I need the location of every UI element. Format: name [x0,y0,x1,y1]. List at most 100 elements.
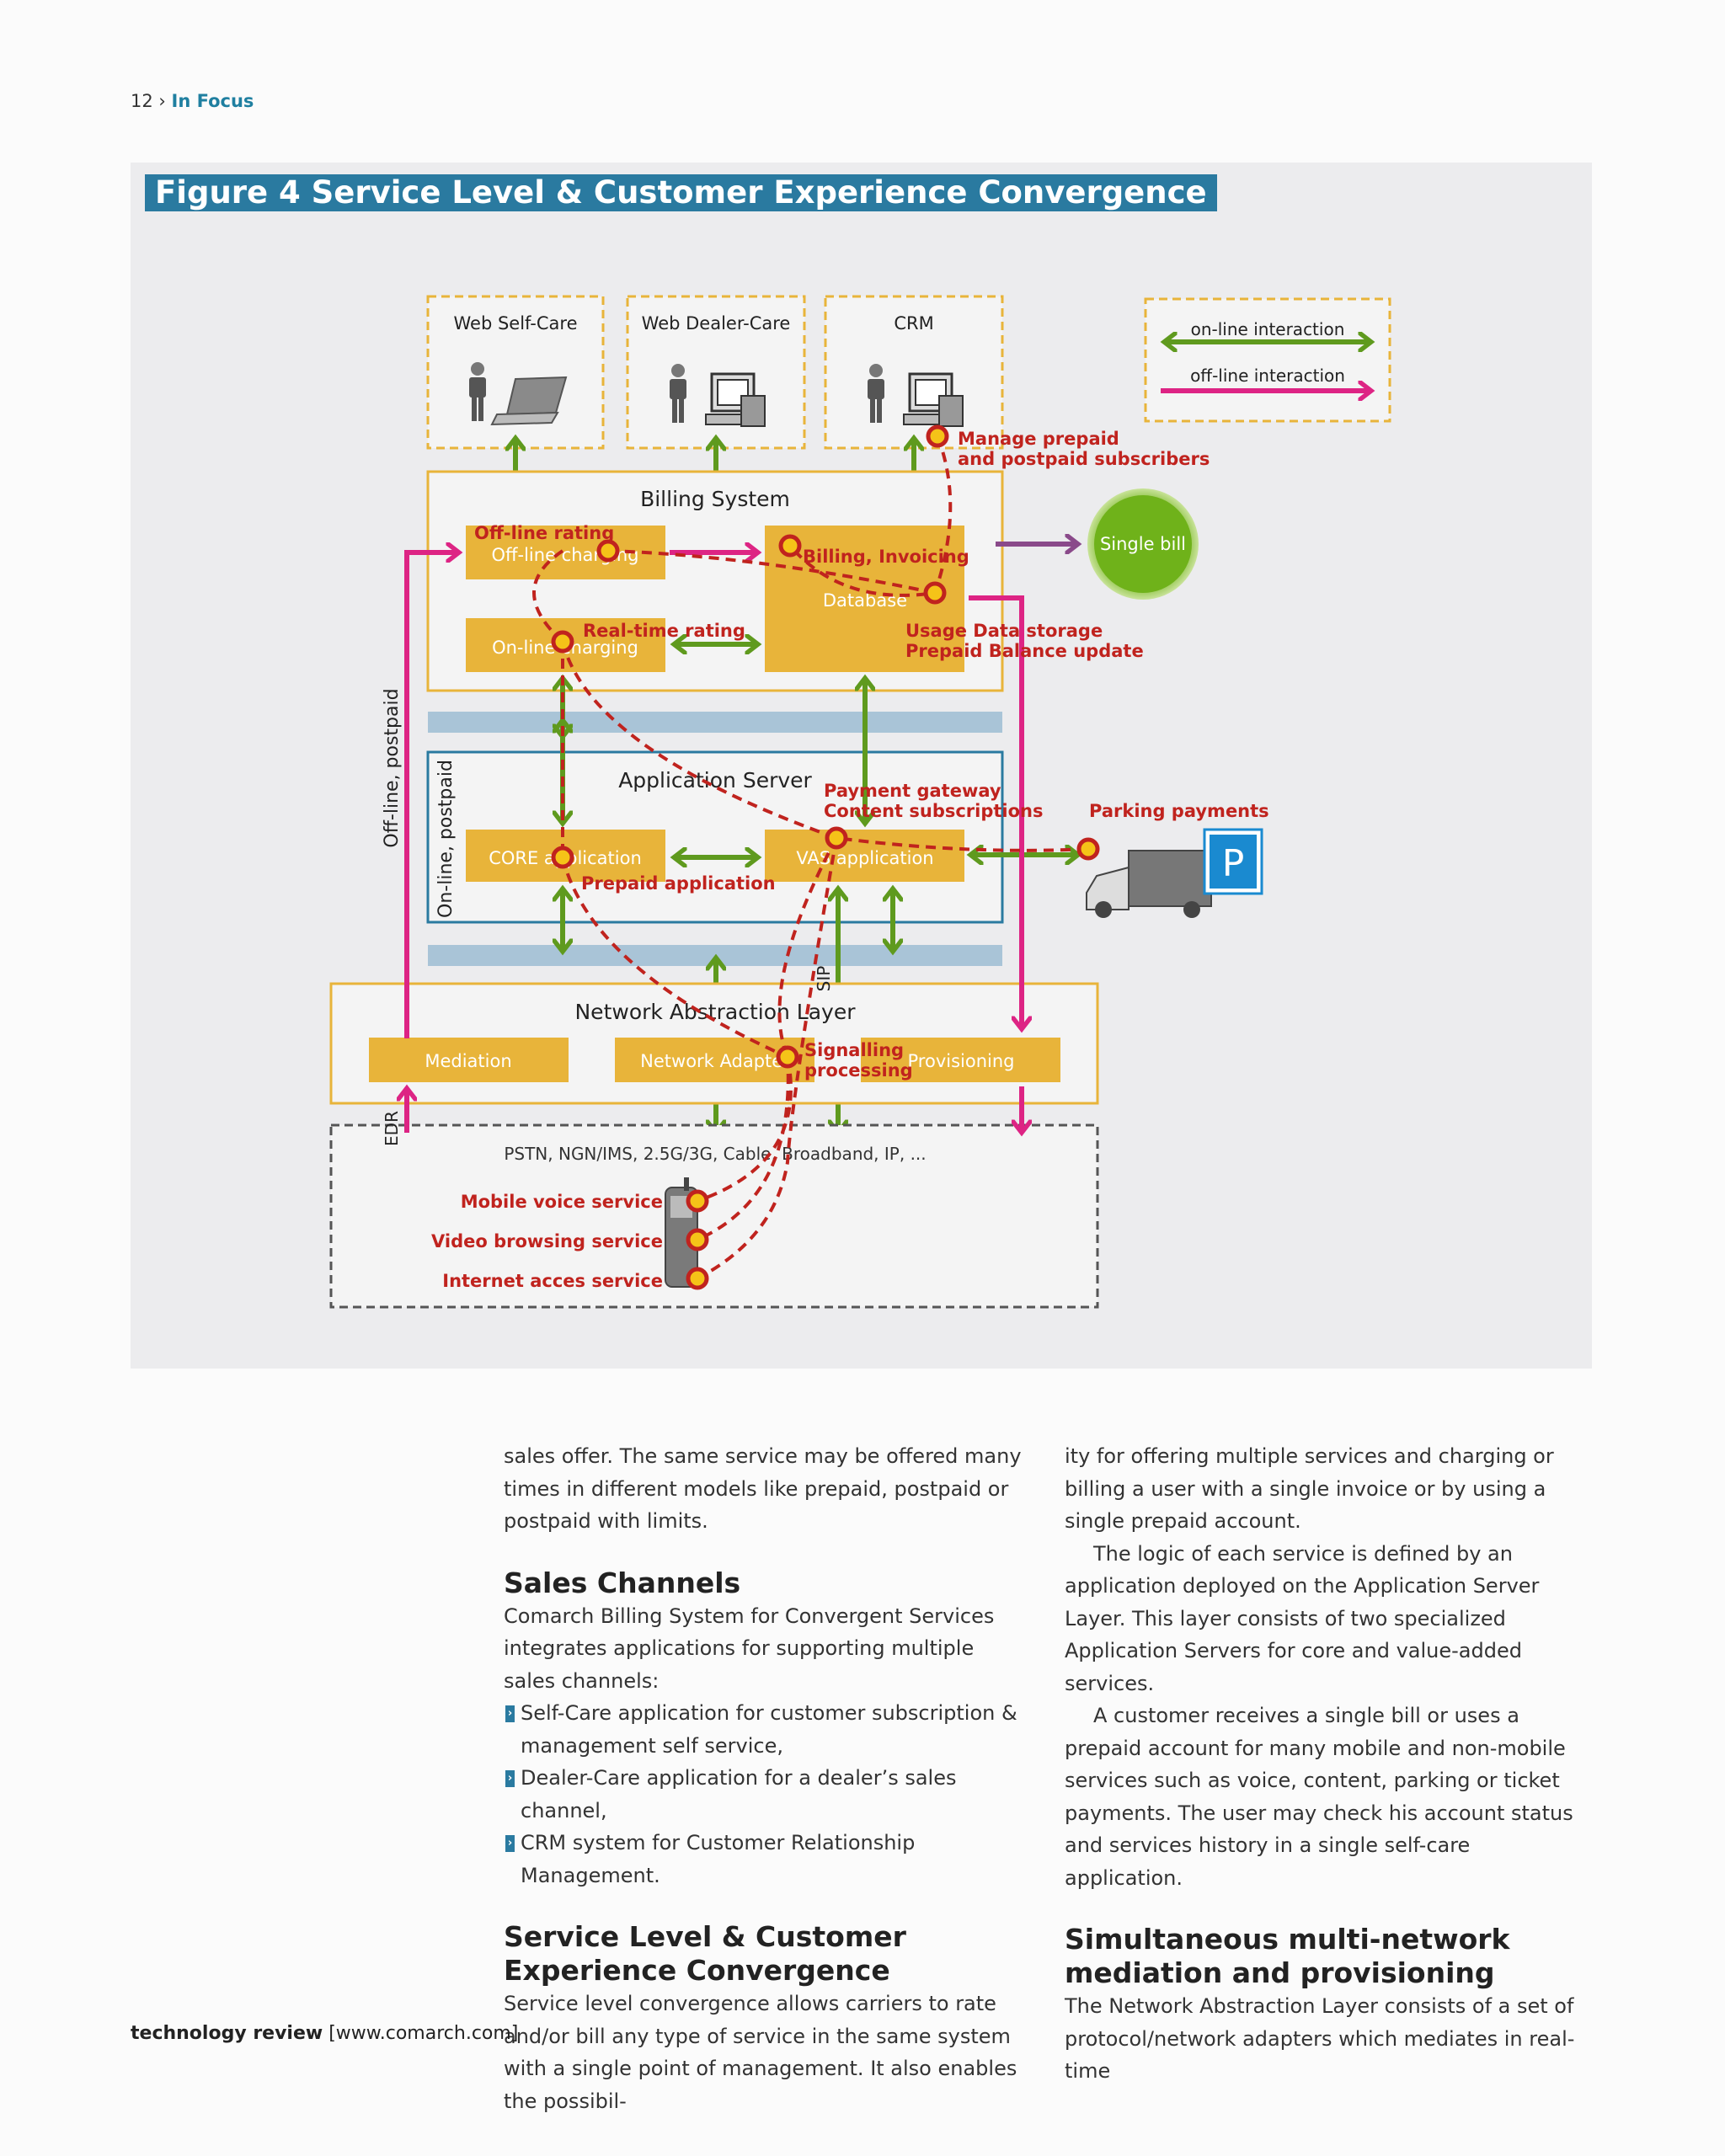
provisioning-box [861,1038,1060,1082]
annotation-payment-2: Content subscriptions [824,801,1044,821]
channel-web-dealer-care: Web Dealer-Care [626,295,806,450]
heading-multi-network: Simultaneous multi-network mediation and… [1065,1923,1510,1989]
point-marker [551,846,574,869]
list-item: ›Dealer-Care application for a dealer’s … [504,1762,1030,1827]
annotation-internet: Internet acces service [442,1271,663,1291]
left-intro: sales offer. The same service may be off… [504,1444,1022,1533]
sales-channels-list: ›Self-Care application for customer subs… [504,1697,1030,1892]
annotations: Manage prepaid and postpaid subscribers … [431,429,1269,1291]
provisioning-path [969,595,1022,1029]
annotation-signalling-1: Signalling [804,1040,904,1060]
point-marker [923,581,947,605]
annotation-usage-1: Usage Data storage [905,621,1103,641]
parking-sign-label: P [1222,842,1245,885]
point-marker [776,1045,799,1069]
application-server: Application Server CORE application VAS … [426,750,1004,924]
network-abstraction-layer: Network Abstraction Layer Mediation Netw… [329,982,1099,1105]
vas-application-label: VAS application [796,848,933,868]
channel-crm: CRM [824,295,1004,450]
heading-sales-channels: Sales Channels [504,1566,741,1599]
networks-label: PSTN, NGN/IMS, 2.5G/3G, Cable, Broadband… [504,1144,926,1164]
heading-service-level: Service Level & Customer Experience Conv… [504,1920,906,1987]
right-column: ity for offering multiple services and c… [1065,1440,1591,2088]
point-marker [686,1267,709,1290]
desktop-computer-icon [705,372,766,427]
provisioning-label: Provisioning [908,1051,1015,1071]
chevron-right-icon: › [158,91,166,111]
page-footer: technology review [www.comarch.com] [131,2023,518,2044]
service-level-paragraph: Service level convergence allows carrier… [504,1992,1017,2113]
layer-separator [428,712,1002,733]
service-point-markers [551,424,1100,1069]
person-icon [670,364,686,423]
chevron-right-icon: › [505,1705,515,1722]
channel-web-self-care: Web Self-Care [426,295,605,450]
networks-box: PSTN, NGN/IMS, 2.5G/3G, Cable, Broadband… [329,1123,1099,1309]
annotation-payment-1: Payment gateway [824,781,1001,801]
annotation-manage-2: and postpaid subscribers [958,449,1210,469]
annotation-signalling-2: processing [804,1060,913,1081]
single-bill-label: Single bill [1100,534,1186,554]
point-marker [778,534,802,558]
point-marker [926,424,949,448]
annotation-realtime-rating: Real-time rating [583,621,745,641]
edr-label: EDR [382,1111,402,1146]
laptop-icon [490,376,568,426]
annotation-parking: Parking payments [1089,801,1269,821]
online-postpaid-label: On-line, postpaid [435,760,457,918]
left-column: sales offer. The same service may be off… [504,1440,1030,2117]
truck-icon [1086,850,1212,918]
network-adapter-label: Network Adapter [640,1051,790,1071]
mediation-box [369,1038,569,1082]
right-paragraph-1: ity for offering multiple services and c… [1065,1444,1554,1533]
figure-title: Figure 4 Service Level & Customer Experi… [145,174,1217,211]
footer-url[interactable]: [www.comarch.com] [328,2023,519,2044]
database-label: Database [823,590,907,611]
legend: on-line interaction off-line interaction [1144,297,1391,423]
annotation-usage-2: Prepaid Balance update [905,641,1144,661]
mediation-label: Mediation [425,1051,511,1071]
application-server-title: Application Server [618,768,812,792]
channel-label: Web Dealer-Care [642,313,791,334]
point-marker [686,1189,709,1213]
annotation-mobile-voice: Mobile voice service [461,1192,663,1212]
legend-online-label: on-line interaction [1191,319,1345,339]
annotation-prepaid-app: Prepaid application [581,873,776,894]
annotation-video: Video browsing service [431,1231,663,1251]
point-marker [551,630,574,654]
annotation-billing-invoicing: Billing, Invoicing [803,547,969,567]
person-icon [868,364,884,423]
point-marker [825,826,848,850]
section-label: In Focus [171,91,254,111]
billing-system-title: Billing System [640,487,790,511]
footer-brand: technology review [131,2023,323,2044]
annotation-offline-rating: Off-line rating [474,523,614,543]
desktop-computer-icon [903,372,964,427]
chevron-right-icon: › [505,1835,515,1852]
point-marker [686,1228,709,1251]
phone-service-markers [686,1189,709,1290]
offline-postpaid-label: Off-line, postpaid [382,688,403,847]
list-item: ›Self-Care application for customer subs… [504,1697,1030,1762]
channel-label: CRM [894,313,933,334]
sales-channels-paragraph: Comarch Billing System for Convergent Se… [504,1604,995,1693]
sip-label: SIP [814,966,834,992]
legend-offline-label: off-line interaction [1190,366,1345,386]
parking-sign-icon: P [1203,828,1263,895]
chevron-right-icon: › [505,1770,515,1787]
point-marker [1076,837,1100,861]
right-paragraph-3: A customer receives a single bill or use… [1065,1704,1573,1890]
right-paragraph-4: The Network Abstraction Layer consists o… [1065,1994,1575,2083]
offline-path [404,552,459,1038]
list-item: ›CRM system for Customer Relationship Ma… [504,1827,1030,1892]
person-icon [469,362,486,421]
nal-title: Network Abstraction Layer [574,1000,856,1024]
annotation-manage-1: Manage prepaid [958,429,1119,449]
right-paragraph-2: The logic of each service is defined by … [1065,1541,1540,1695]
channel-label: Web Self-Care [454,313,578,334]
page-number: 12 [131,91,153,111]
point-marker [596,539,620,563]
page-header: 12 › In Focus [131,91,254,111]
vas-application-box [765,830,964,882]
